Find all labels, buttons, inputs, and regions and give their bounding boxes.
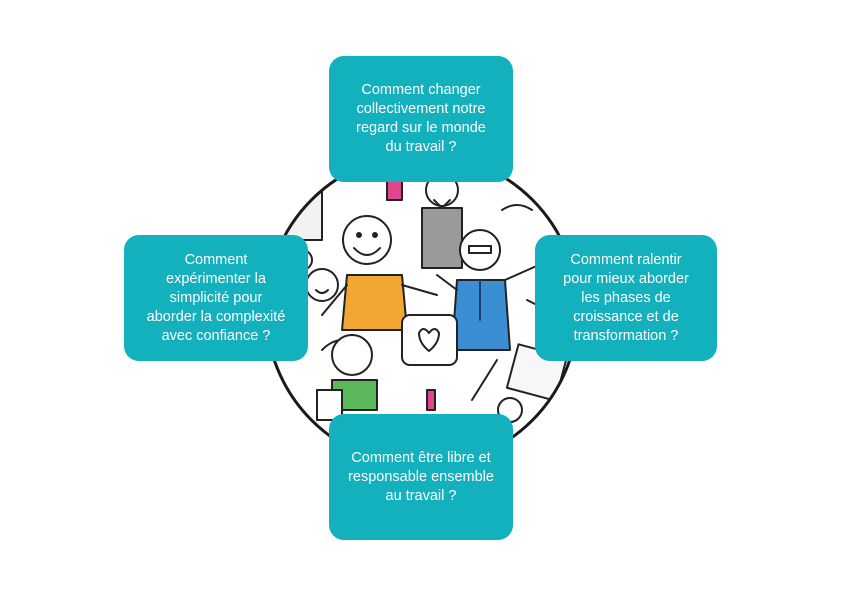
card-top-text: Comment changer collectivement notre reg… [356, 82, 486, 155]
card-left-text: Comment expérimenter la simplicité pour … [146, 251, 286, 344]
card-bottom-text: Comment être libre et responsable ensemb… [348, 449, 494, 504]
card-right: Comment ralentir pour mieux aborder les … [535, 235, 717, 361]
card-right-text: Comment ralentir pour mieux aborder les … [563, 251, 689, 344]
card-bottom: Comment être libre et responsable ensemb… [329, 414, 513, 540]
card-left: Comment expérimenter la simplicité pour … [124, 235, 308, 361]
card-top: Comment changer collectivement notre reg… [329, 56, 513, 182]
